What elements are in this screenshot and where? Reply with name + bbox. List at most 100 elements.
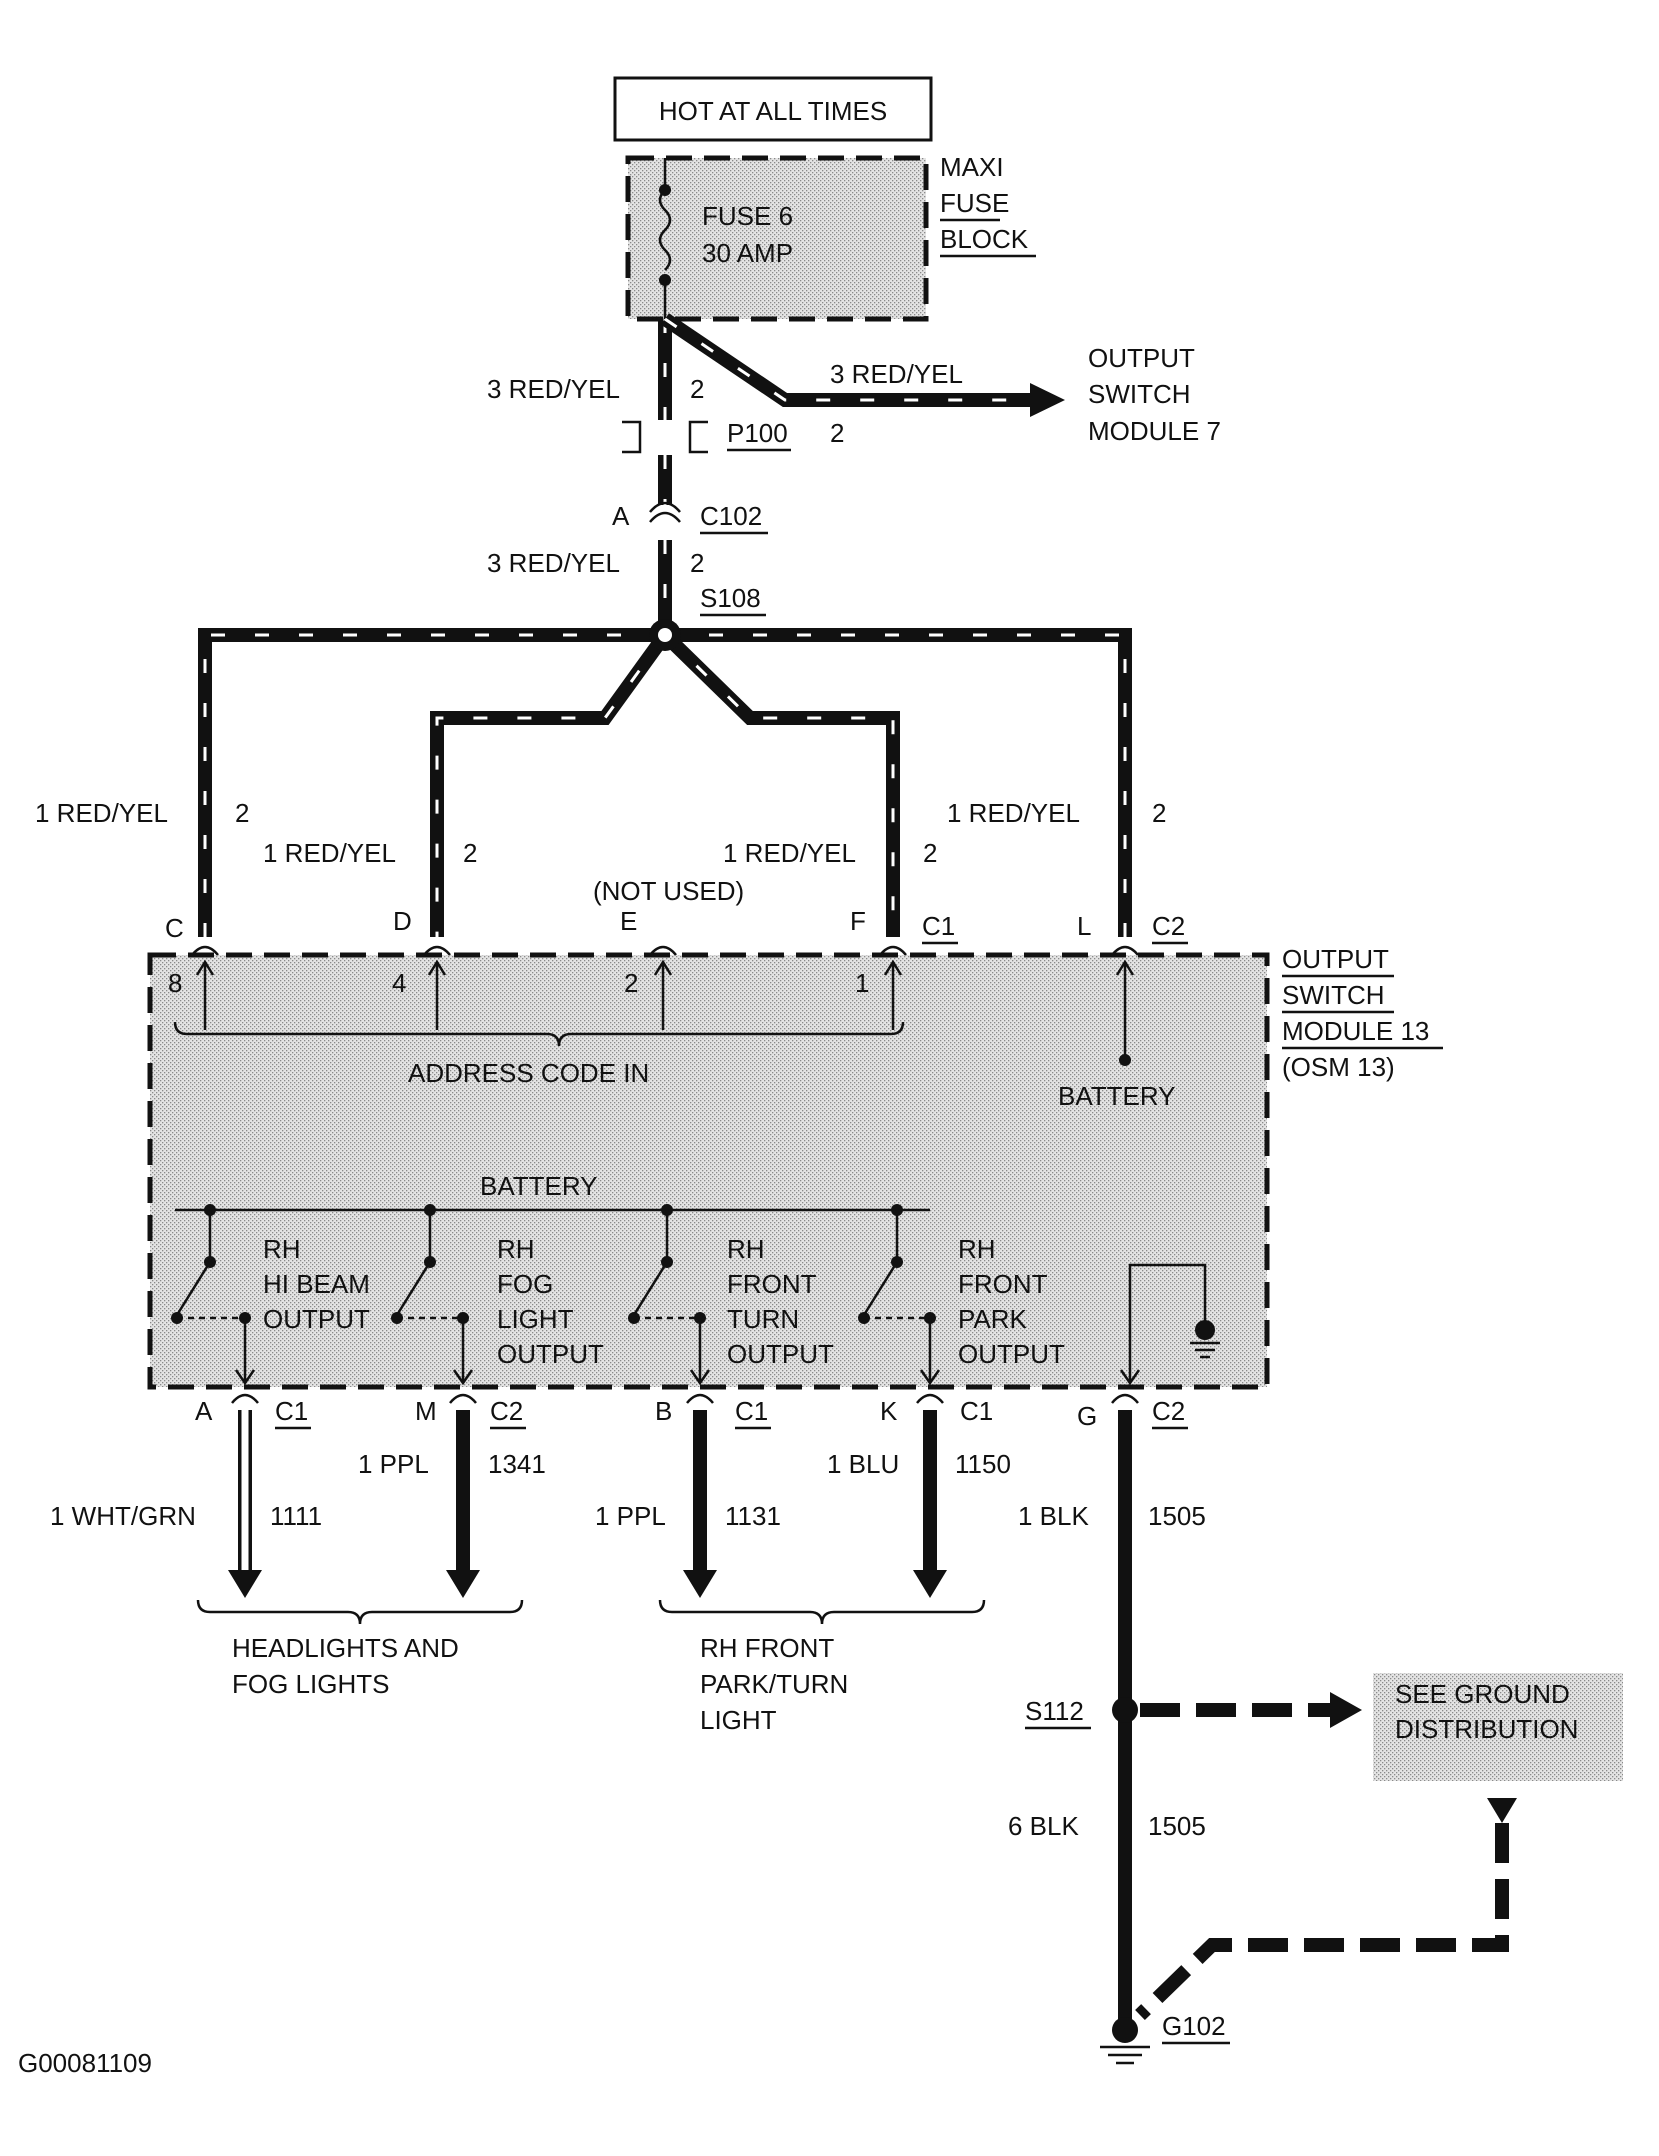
maxi-fuse-block: FUSE 6 30 AMP MAXI FUSE BLOCK	[625, 152, 1036, 322]
c102-connector-icon	[649, 511, 681, 523]
fuse-element-icon	[658, 189, 672, 271]
g102-label: G102	[1162, 2011, 1226, 2041]
pin-a-wire: 1 WHT/GRN	[50, 1501, 196, 1531]
headlights-line2: FOG LIGHTS	[232, 1669, 389, 1699]
pin-d-letter: D	[393, 906, 412, 936]
turn-line2: FRONT	[727, 1269, 817, 1299]
park-turn-line2: PARK/TURN	[700, 1669, 848, 1699]
block-label: BLOCK	[940, 224, 1029, 254]
branch-l-pin: 2	[1152, 798, 1166, 828]
feed-pin-lower: 2	[690, 548, 704, 578]
headlights-brace	[196, 1599, 524, 1625]
pin-e-number: 2	[624, 968, 638, 998]
see-ground-line2: DISTRIBUTION	[1395, 1714, 1578, 1744]
c102-label: C102	[700, 501, 762, 531]
pin-c-letter: C	[165, 913, 184, 943]
pin-k-wire: 1 BLU	[827, 1449, 899, 1479]
pin-l-letter: L	[1077, 911, 1091, 941]
pin-m-connector: C2	[490, 1396, 523, 1426]
headlights-line1: HEADLIGHTS AND	[232, 1633, 459, 1663]
arrow-right-icon	[1030, 383, 1065, 417]
battery-right-label: BATTERY	[1058, 1081, 1176, 1111]
not-used-label: (NOT USED)	[593, 876, 744, 906]
pin-k-letter: K	[880, 1396, 898, 1426]
pin-a-circuit: 1111	[270, 1501, 322, 1531]
pin-m-circuit: 1341	[488, 1449, 546, 1479]
feed-wire: 3 RED/YEL 2 P100 2 A C102 3 RED/YEL 2 S1…	[487, 319, 844, 635]
address-brace	[173, 1021, 905, 1047]
module-line3: MODULE 13	[1282, 1016, 1429, 1046]
hi-line3: OUTPUT	[263, 1304, 370, 1334]
pin-b-wire: 1 PPL	[595, 1501, 666, 1531]
maxi-label: MAXI	[940, 152, 1004, 182]
turn-line3: TURN	[727, 1304, 799, 1334]
pin-g-letter: G	[1077, 1401, 1097, 1431]
fog-line3: LIGHT	[497, 1304, 574, 1334]
battery-bus-label: BATTERY	[480, 1171, 598, 1201]
hi-line2: HI BEAM	[263, 1269, 370, 1299]
address-code-label: ADDRESS CODE IN	[408, 1058, 649, 1088]
park-turn-brace	[658, 1599, 986, 1625]
park-line1: RH	[958, 1234, 996, 1264]
p100-pin: 2	[830, 418, 844, 448]
fog-line2: FOG	[497, 1269, 553, 1299]
fuse-amperage: 30 AMP	[702, 238, 793, 268]
pin-d-number: 4	[392, 968, 406, 998]
fog-switch-icon	[391, 1204, 474, 1386]
s112-label: S112	[1025, 1696, 1084, 1726]
branch-l-wire: 1 RED/YEL	[947, 798, 1080, 828]
hi-line1: RH	[263, 1234, 301, 1264]
bottom-output-wires: A C1 1 WHT/GRN 1111 M C2 1 PPL 1341 B C1…	[50, 1393, 1206, 2020]
c102-letter: A	[612, 501, 630, 531]
pin-g-wire: 1 BLK	[1018, 1501, 1089, 1531]
park-switch-icon	[858, 1204, 941, 1386]
fog-line1: RH	[497, 1234, 535, 1264]
pin-c-number: 8	[168, 968, 182, 998]
pin-k-circuit: 1150	[955, 1449, 1011, 1479]
osm7-line3: MODULE 7	[1088, 416, 1221, 446]
ground-wire: 6 BLK	[1008, 1811, 1079, 1841]
osm7-branch: 3 RED/YEL OUTPUT SWITCH MODULE 7	[661, 313, 1221, 446]
pin-a-connector: C1	[275, 1396, 308, 1426]
hot-at-all-times-box: HOT AT ALL TIMES	[613, 76, 933, 142]
figure-id: G00081109	[18, 2048, 152, 2078]
module-line2: SWITCH	[1282, 980, 1385, 1010]
park-line4: OUTPUT	[958, 1339, 1065, 1369]
pin-b-connector: C1	[735, 1396, 768, 1426]
turn-line4: OUTPUT	[727, 1339, 834, 1369]
branch-f-wire: 1 RED/YEL	[723, 838, 856, 868]
pin-f-letter: F	[850, 906, 866, 936]
arrow-down-icon	[913, 1570, 947, 1598]
pin-m-letter: M	[415, 1396, 437, 1426]
top-c1-label: C1	[922, 911, 955, 941]
branch-f-pin: 2	[923, 838, 937, 868]
park-line3: PARK	[958, 1304, 1028, 1334]
feed-pin-upper: 2	[690, 374, 704, 404]
top-c2-label: C2	[1152, 911, 1185, 941]
pin-f-number: 1	[855, 968, 869, 998]
turn-line1: RH	[727, 1234, 765, 1264]
hot-at-all-times-label: HOT AT ALL TIMES	[659, 96, 887, 126]
pin-e-letter: E	[620, 906, 637, 936]
output-switch-module-13: ADDRESS CODE IN BATTERY C D E F C1 L C2 …	[147, 906, 1443, 1390]
arrow-down-icon	[683, 1570, 717, 1598]
hi-beam-switch-icon	[171, 1204, 256, 1386]
pin-a-connector-icon	[231, 1393, 259, 1404]
fuse-name: FUSE 6	[702, 201, 793, 231]
s108-distribution: 1 RED/YEL 2 1 RED/YEL 2 1 RED/YEL 2 1 RE…	[35, 619, 1166, 937]
arrow-down-icon	[446, 1570, 480, 1598]
pin-g-connector-icon	[1111, 1393, 1139, 1404]
pin-c-connector-icon	[191, 945, 219, 956]
g102-ground-icon	[1112, 2017, 1138, 2043]
park-line2: FRONT	[958, 1269, 1048, 1299]
branch-c-wire: 1 RED/YEL	[35, 798, 168, 828]
ground-circuit: 1505	[1148, 1811, 1206, 1841]
fuse-label: FUSE	[940, 188, 1009, 218]
branch-d-wire: 1 RED/YEL	[263, 838, 396, 868]
p100-label: P100	[727, 418, 788, 448]
fog-line4: OUTPUT	[497, 1339, 604, 1369]
osm7-wire: 3 RED/YEL	[830, 359, 963, 389]
s112-splice-icon	[1112, 1697, 1138, 1723]
branch-d-pin: 2	[463, 838, 477, 868]
internal-ground-icon	[1119, 1263, 1220, 1386]
